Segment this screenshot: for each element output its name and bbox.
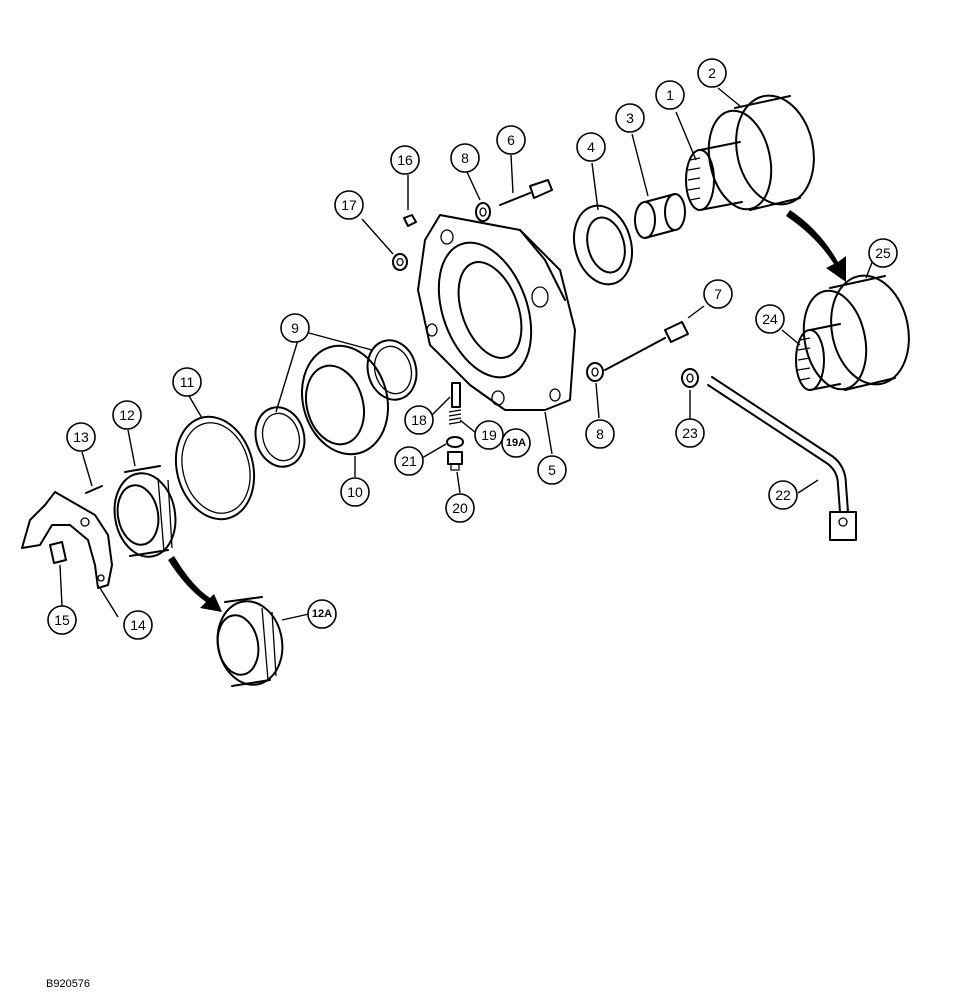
svg-text:20: 20 xyxy=(452,500,468,516)
figure-code: B920576 xyxy=(46,978,91,990)
part-bearing-25 xyxy=(802,274,910,391)
callout-17: 17 xyxy=(334,190,364,220)
callout-12A: 12A xyxy=(307,599,337,629)
svg-text:23: 23 xyxy=(682,425,698,441)
part-needle-bearing-3 xyxy=(634,193,686,239)
svg-text:5: 5 xyxy=(548,462,556,478)
svg-text:22: 22 xyxy=(775,487,791,503)
callout-22: 22 xyxy=(768,480,798,510)
svg-text:12: 12 xyxy=(119,407,135,423)
part-nut-17 xyxy=(392,253,408,271)
leader-lines xyxy=(59,87,877,621)
part-shift-fork-14 xyxy=(21,491,113,589)
svg-text:19A: 19A xyxy=(506,437,526,449)
part-bearing-2 xyxy=(707,94,815,211)
part-pin-18 xyxy=(451,382,461,408)
callout-7: 7 xyxy=(703,279,733,309)
part-collar-12A xyxy=(216,596,284,687)
svg-text:16: 16 xyxy=(397,152,413,168)
svg-text:24: 24 xyxy=(762,311,778,327)
svg-text:25: 25 xyxy=(875,245,891,261)
callout-15: 15 xyxy=(47,605,77,635)
callout-18: 18 xyxy=(404,405,434,435)
callout-4: 4 xyxy=(576,132,606,162)
callout-25: 25 xyxy=(868,238,898,268)
svg-text:6: 6 xyxy=(507,132,515,148)
svg-text:7: 7 xyxy=(714,286,722,302)
callout-9: 9 xyxy=(280,313,310,343)
callout-19: 19 xyxy=(474,420,504,450)
part-washer-8-upper xyxy=(475,202,491,222)
callout-16: 16 xyxy=(390,145,420,175)
svg-text:8: 8 xyxy=(461,150,469,166)
part-collar-12 xyxy=(113,465,177,558)
callout-23: 23 xyxy=(675,418,705,448)
callout-11: 11 xyxy=(172,367,202,397)
part-nut-16 xyxy=(403,214,417,227)
callout-5: 5 xyxy=(537,455,567,485)
callout-19A: 19A xyxy=(501,428,531,458)
callout-10: 10 xyxy=(340,477,370,507)
part-spring-19 xyxy=(448,409,462,425)
part-roll-pin-13 xyxy=(85,485,103,494)
callout-13: 13 xyxy=(66,422,96,452)
part-plug-20 xyxy=(447,451,463,471)
svg-text:11: 11 xyxy=(180,374,195,390)
part-bearing-10 xyxy=(301,344,389,456)
part-washer-8-lower xyxy=(586,362,604,382)
callout-2: 2 xyxy=(697,58,727,88)
svg-text:10: 10 xyxy=(347,484,363,500)
part-snap-ring-9 xyxy=(254,339,418,468)
callout-14: 14 xyxy=(123,610,153,640)
svg-text:9: 9 xyxy=(291,320,299,336)
svg-text:13: 13 xyxy=(73,429,89,445)
part-housing-5 xyxy=(417,214,576,411)
part-nut-23 xyxy=(681,368,699,388)
alternate-part-arrow-lower xyxy=(168,556,222,612)
callout-6: 6 xyxy=(496,125,526,155)
part-bolt-7 xyxy=(604,321,689,371)
part-o-ring-21 xyxy=(446,436,464,448)
svg-text:12A: 12A xyxy=(312,608,332,620)
svg-text:17: 17 xyxy=(341,197,357,213)
svg-text:18: 18 xyxy=(411,412,427,428)
callout-20: 20 xyxy=(445,493,475,523)
svg-text:8: 8 xyxy=(596,426,604,442)
part-splined-shaft-24 xyxy=(795,323,841,391)
svg-text:2: 2 xyxy=(708,65,716,81)
part-seal-4 xyxy=(573,204,633,286)
part-bolt-6 xyxy=(499,179,553,206)
svg-text:15: 15 xyxy=(54,612,70,628)
svg-text:4: 4 xyxy=(587,139,595,155)
svg-text:14: 14 xyxy=(130,617,146,633)
svg-text:3: 3 xyxy=(626,110,634,126)
svg-text:19: 19 xyxy=(481,427,497,443)
callout-8-upper: 8 xyxy=(450,143,480,173)
svg-text:1: 1 xyxy=(666,87,674,103)
part-splined-shaft-1 xyxy=(685,141,743,211)
callout-12: 12 xyxy=(112,400,142,430)
part-shift-rod-22 xyxy=(707,376,857,541)
alternate-part-arrow-upper xyxy=(786,210,846,282)
callout-1: 1 xyxy=(655,80,685,110)
callout-8-lower: 8 xyxy=(585,419,615,449)
svg-text:21: 21 xyxy=(401,453,417,469)
callout-3: 3 xyxy=(615,103,645,133)
part-snap-ring-11 xyxy=(174,415,256,521)
callout-21: 21 xyxy=(394,446,424,476)
callout-24: 24 xyxy=(755,304,785,334)
part-pad-15 xyxy=(49,541,67,564)
